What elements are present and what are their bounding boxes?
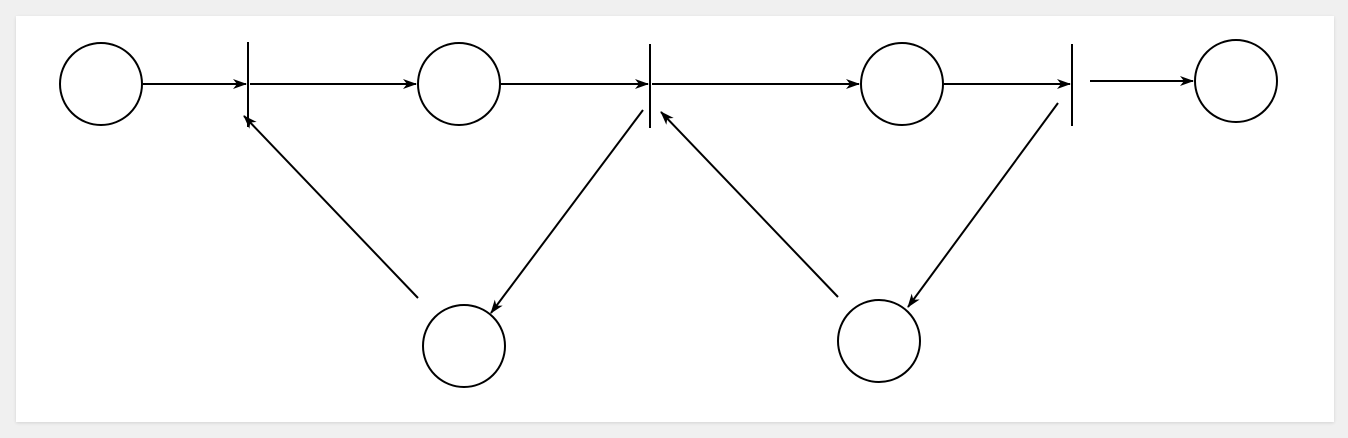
place-p3 <box>860 42 944 126</box>
place-p2 <box>417 42 501 126</box>
arc-p6-t2 <box>660 111 839 298</box>
arc-p5-t1 <box>243 115 419 299</box>
arc-t2-p5 <box>490 109 644 314</box>
arc-t3-p6 <box>907 102 1059 308</box>
place-p5 <box>422 304 506 388</box>
place-p6 <box>837 299 921 383</box>
arcs-layer <box>143 76 1194 314</box>
place-p4 <box>1194 39 1278 123</box>
places-layer <box>59 39 1278 388</box>
place-p1 <box>59 42 143 126</box>
transitions-layer <box>247 42 1073 128</box>
